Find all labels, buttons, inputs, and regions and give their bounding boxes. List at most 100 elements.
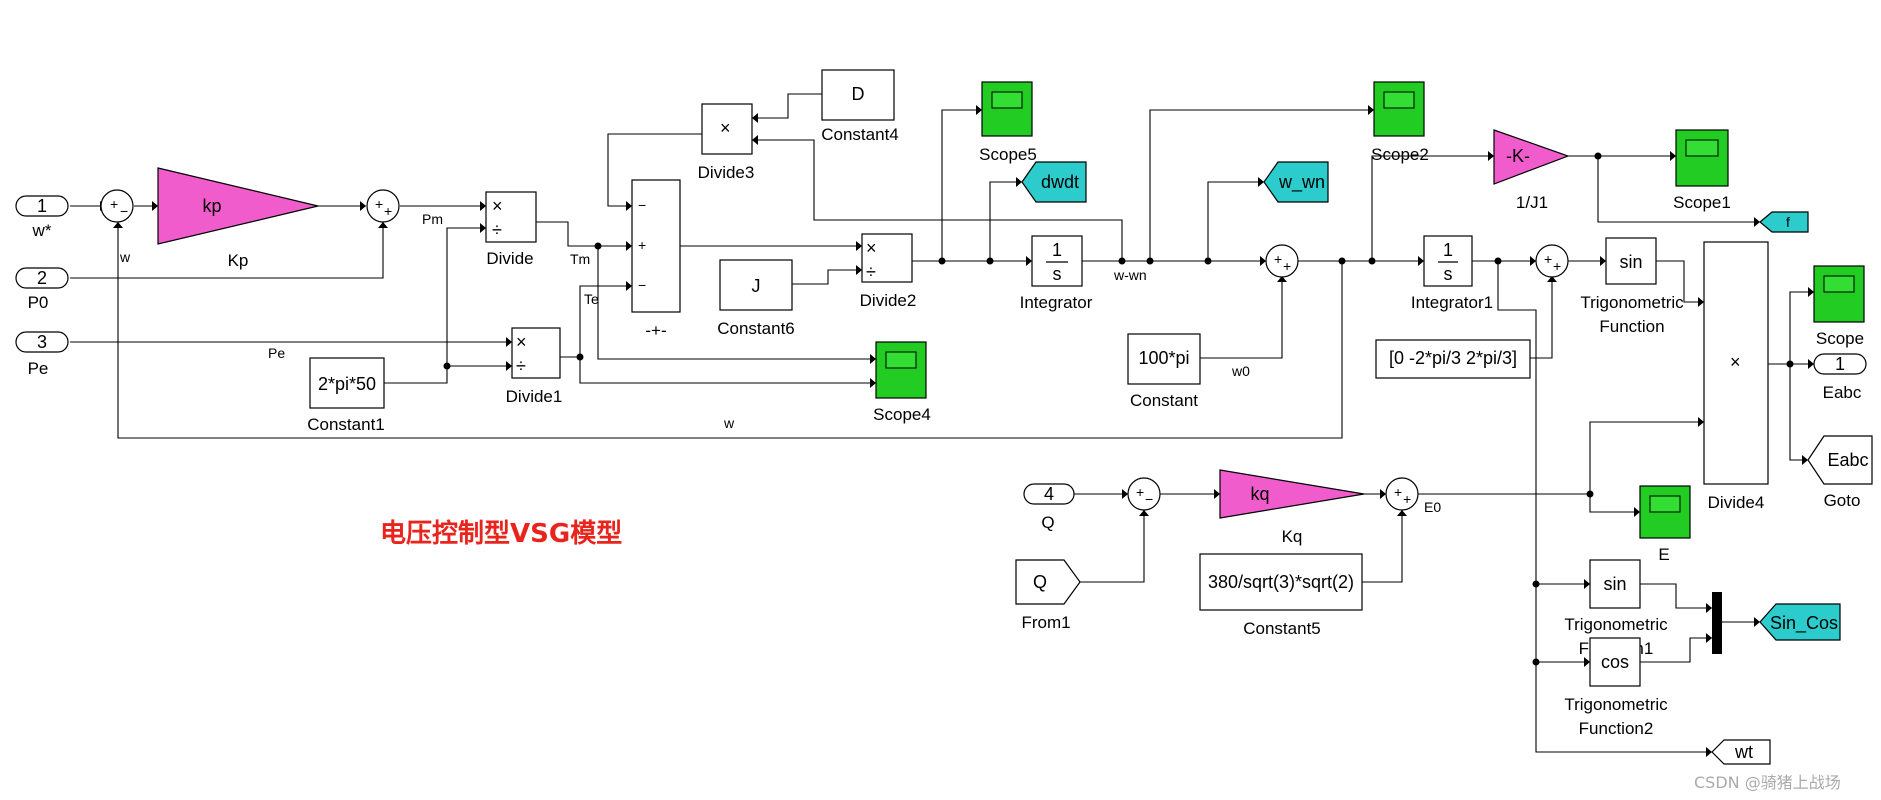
svg-text:Divide: Divide (486, 249, 533, 268)
svg-text:Constant5: Constant5 (1243, 619, 1321, 638)
arrow (1026, 256, 1032, 266)
svg-text:380/sqrt(3)*sqrt(2): 380/sqrt(3)*sqrt(2) (1208, 572, 1354, 592)
diagram-title: 电压控制型VSG模型 (380, 519, 622, 549)
divide4-block[interactable]: × Divide4 (1703, 241, 1769, 512)
arrow (870, 378, 876, 388)
goto-dwdt[interactable]: dwdt (1021, 161, 1087, 203)
arrow (856, 265, 862, 275)
inport-number: 1 (37, 196, 47, 216)
sum-block-torque[interactable]: − + − -+- (631, 179, 681, 340)
constant-phase[interactable]: [0 -2*pi/3 2*pi/3] (1375, 339, 1531, 379)
scope4[interactable]: Scope4 (873, 341, 931, 424)
svg-text:−: − (1145, 491, 1153, 507)
svg-text:×: × (516, 332, 527, 352)
gain-text: kq (1250, 484, 1269, 504)
scope5[interactable]: Scope5 (979, 81, 1037, 164)
svg-text:Divide1: Divide1 (506, 387, 563, 406)
svg-text:Integrator1: Integrator1 (1411, 293, 1493, 312)
arrow (360, 201, 366, 211)
svg-text:s: s (1053, 264, 1062, 284)
svg-text:×: × (866, 238, 877, 258)
junction (1586, 490, 1594, 498)
arrow (152, 201, 158, 211)
divide2-block[interactable]: × ÷ Divide2 (860, 233, 917, 310)
junction (1532, 658, 1540, 666)
svg-text:Tm: Tm (570, 251, 590, 267)
arrow (1139, 510, 1149, 516)
svg-text:w_wn: w_wn (1278, 172, 1325, 193)
sum-block-2[interactable]: + + (366, 189, 400, 223)
trig-function2-cos[interactable]: cos Trigonometric Function2 (1564, 637, 1668, 738)
scope-e[interactable]: E (1639, 485, 1691, 564)
scope1[interactable]: Scope1 (1673, 129, 1731, 212)
svg-text:Constant4: Constant4 (821, 125, 899, 144)
svg-text:+: + (1274, 251, 1282, 267)
integrator1-block[interactable]: 1 s Integrator1 (1411, 235, 1493, 312)
svg-text:+: + (384, 203, 392, 219)
constant-j[interactable]: J Constant6 (717, 259, 795, 338)
svg-text:Scope5: Scope5 (979, 145, 1037, 164)
wire-wt-branch (1497, 261, 1712, 753)
arrow (1808, 287, 1814, 297)
arrow (752, 135, 758, 145)
divide1-block[interactable]: × ÷ Divide1 (506, 327, 563, 406)
from-q[interactable]: Q From1 (1015, 559, 1081, 632)
inport-2[interactable]: 2 P0 (15, 267, 69, 312)
wire-j1 (1371, 155, 1494, 261)
svg-text:wt: wt (1734, 742, 1753, 762)
svg-text:+: + (1553, 258, 1561, 274)
scope2[interactable]: Scope2 (1371, 81, 1429, 164)
svg-text:sin: sin (1603, 574, 1626, 594)
svg-text:Integrator: Integrator (1020, 293, 1093, 312)
sum-block-1[interactable]: + − (100, 189, 134, 223)
goto-wt[interactable]: wt (1711, 739, 1771, 765)
svg-text:+: + (1136, 484, 1144, 500)
mux-block[interactable] (1712, 592, 1722, 654)
sum-block-e[interactable]: + + (1385, 477, 1419, 511)
constant-1[interactable]: 2*pi*50 Constant1 (307, 357, 385, 434)
svg-text:Eabc: Eabc (1827, 450, 1868, 470)
sum-block-q[interactable]: + − (1127, 477, 1161, 511)
divide-block[interactable]: × ÷ Divide (485, 191, 537, 268)
svg-text:Pm: Pm (422, 211, 443, 227)
inport-1[interactable]: 1 w* (15, 195, 69, 240)
wire-f (1597, 156, 1760, 223)
svg-text:w: w (119, 249, 131, 265)
goto-sin-cos[interactable]: Sin_Cos (1759, 603, 1841, 641)
svg-text:w: w (723, 415, 735, 431)
divide3-block[interactable]: × Divide3 (698, 103, 755, 182)
goto-f[interactable]: f (1759, 211, 1809, 233)
svg-text:×: × (1730, 352, 1741, 372)
sum-block-theta[interactable]: + + (1535, 244, 1569, 278)
goto-eabc[interactable]: Eabc Goto (1807, 435, 1873, 510)
sum-block-w[interactable]: + + (1265, 244, 1299, 278)
scope[interactable]: Scope (1813, 265, 1865, 348)
outport-1[interactable]: 1 Eabc (1813, 353, 1867, 402)
arrow (1016, 177, 1022, 187)
constant-d[interactable]: D Constant4 (821, 69, 899, 144)
integrator-block[interactable]: 1 s Integrator (1020, 235, 1093, 312)
gain-kq[interactable]: kq Kq (1219, 469, 1365, 546)
svg-text:Scope2: Scope2 (1371, 145, 1429, 164)
svg-text:cos: cos (1601, 652, 1629, 672)
inport-3[interactable]: 3 Pe (15, 331, 69, 378)
goto-w-wn[interactable]: w_wn (1263, 161, 1329, 203)
junction (1146, 257, 1154, 265)
arrow (1380, 489, 1386, 499)
arrow (1397, 510, 1407, 516)
svg-text:Pe: Pe (268, 345, 285, 361)
wire-w0 (1200, 276, 1283, 359)
wire-w-wn-tag (1207, 181, 1264, 261)
junction (1786, 360, 1794, 368)
gain-kp[interactable]: kp Kp (157, 167, 319, 270)
svg-text:+: + (1544, 251, 1552, 267)
trig-function-sin[interactable]: sin Trigonometric Function (1580, 237, 1684, 336)
inport-4[interactable]: 4 Q (1023, 483, 1075, 532)
svg-text:[0 -2*pi/3 2*pi/3]: [0 -2*pi/3 2*pi/3] (1389, 348, 1517, 368)
gain-1-j1[interactable]: -K- 1/J1 (1493, 129, 1570, 212)
junction (1118, 257, 1126, 265)
arrow (1488, 151, 1494, 161)
constant-e[interactable]: 380/sqrt(3)*sqrt(2) Constant5 (1199, 553, 1363, 638)
constant-w0[interactable]: 100*pi Constant (1127, 333, 1201, 410)
